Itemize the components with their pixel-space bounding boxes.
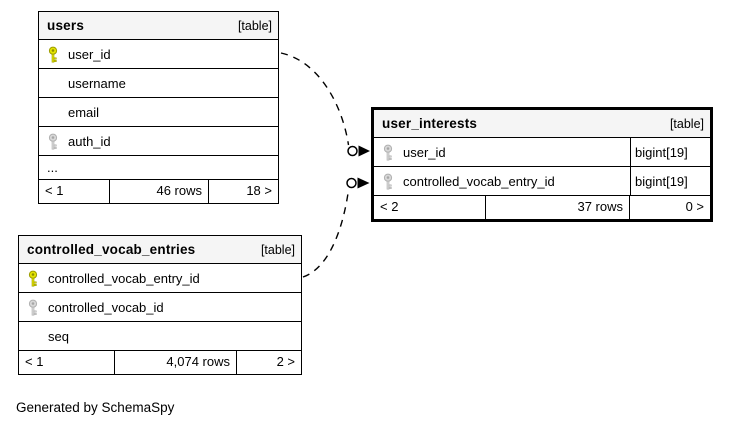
children-count[interactable]: < 2 <box>374 196 486 219</box>
column-row-email[interactable]: email <box>39 98 278 127</box>
row-count: 37 rows <box>486 196 630 219</box>
column-name: controlled_vocab_id <box>48 299 164 315</box>
column-name: username <box>68 75 126 91</box>
primary-key-icon <box>27 270 39 287</box>
table-controlled-vocab-entries-footer: < 1 4,074 rows 2 > <box>19 351 301 374</box>
column-row-controlled-vocab-entry-id[interactable]: controlled_vocab_entry_id <box>19 264 301 293</box>
foreign-key-icon <box>382 173 394 190</box>
relationship-users-to-user-interests <box>280 52 370 157</box>
column-name: user_id <box>403 144 446 160</box>
column-name: user_id <box>68 46 111 62</box>
children-count[interactable]: < 1 <box>19 351 115 374</box>
table-user-interests-footer: < 2 37 rows 0 > <box>374 196 710 219</box>
column-row-auth-id[interactable]: auth_id <box>39 127 278 156</box>
column-name: email <box>68 104 100 120</box>
table-name: users <box>47 17 85 33</box>
ellipsis-label: ... <box>47 159 58 175</box>
column-name: auth_id <box>68 133 111 149</box>
columns-truncated-row[interactable]: ... <box>39 156 278 180</box>
column-row-user-id[interactable]: user_id bigint[19] <box>374 138 710 167</box>
table-name: user_interests <box>382 115 478 131</box>
table-users[interactable]: users [table] user_id username email aut… <box>38 11 279 204</box>
row-count: 46 rows <box>110 180 209 203</box>
children-count[interactable]: < 1 <box>39 180 110 203</box>
column-datatype: bigint[19] <box>630 167 710 195</box>
table-users-footer: < 1 46 rows 18 > <box>39 180 278 203</box>
primary-key-icon <box>47 46 59 63</box>
column-row-controlled-vocab-id[interactable]: controlled_vocab_id <box>19 293 301 322</box>
table-users-header[interactable]: users [table] <box>39 12 278 40</box>
foreign-key-icon <box>382 144 394 161</box>
table-controlled-vocab-entries-header[interactable]: controlled_vocab_entries [table] <box>19 236 301 264</box>
table-user-interests[interactable]: user_interests [table] user_id bigint[19… <box>371 107 713 222</box>
table-controlled-vocab-entries[interactable]: controlled_vocab_entries [table] control… <box>18 235 302 375</box>
parents-count[interactable]: 2 > <box>276 354 295 369</box>
table-name: controlled_vocab_entries <box>27 241 196 257</box>
column-name: controlled_vocab_entry_id <box>48 270 200 286</box>
column-row-controlled-vocab-entry-id[interactable]: controlled_vocab_entry_id bigint[19] <box>374 167 710 196</box>
column-row-seq[interactable]: seq <box>19 322 301 351</box>
row-count: 4,074 rows <box>115 351 237 374</box>
parents-count[interactable]: 0 > <box>685 199 704 214</box>
column-row-user-id[interactable]: user_id <box>39 40 278 69</box>
table-type-label: [table] <box>237 18 272 33</box>
column-row-username[interactable]: username <box>39 69 278 98</box>
table-type-label: [table] <box>260 242 295 257</box>
table-user-interests-header[interactable]: user_interests [table] <box>374 110 710 138</box>
generator-credit: Generated by SchemaSpy <box>16 400 175 415</box>
relationship-controlled-vocab-entries-to-user-interests <box>302 177 370 278</box>
column-name: seq <box>48 328 69 344</box>
parents-count[interactable]: 18 > <box>246 183 272 198</box>
foreign-key-icon <box>47 133 59 150</box>
column-name: controlled_vocab_entry_id <box>403 173 555 189</box>
column-datatype: bigint[19] <box>630 138 710 166</box>
table-type-label: [table] <box>669 116 704 131</box>
foreign-key-icon <box>27 299 39 316</box>
